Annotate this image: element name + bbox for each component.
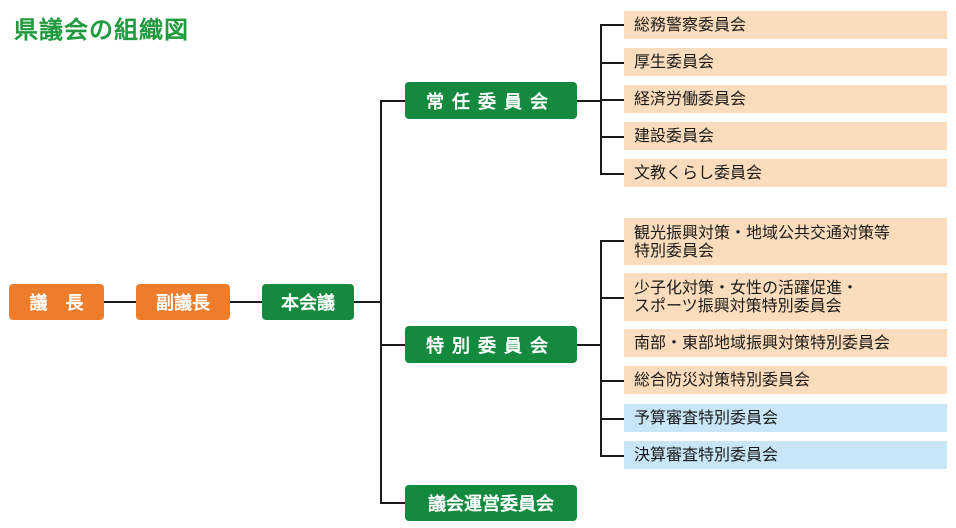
connector	[600, 297, 624, 299]
committee-name: 決算審査特別委員会	[634, 445, 779, 464]
chair-box: 議 長	[9, 284, 104, 320]
connector	[600, 240, 602, 457]
connector	[600, 173, 624, 175]
special-committee-item: 決算審査特別委員会	[624, 441, 947, 469]
committee-name: 南部・東部地域振興対策特別委員会	[634, 333, 891, 352]
committee-name-line: スポーツ振興対策特別委員会	[634, 296, 842, 315]
special-committee-item: 総合防災対策特別委員会	[624, 366, 947, 394]
connector	[380, 344, 405, 346]
committee-name-line: 特別委員会	[634, 240, 715, 260]
connector	[600, 418, 624, 420]
committee-name: 建設委員会	[634, 126, 715, 145]
plenary-box: 本会議	[262, 284, 354, 320]
standing-committee-item: 建設委員会	[624, 122, 947, 150]
connector	[577, 100, 601, 102]
connector	[380, 502, 405, 504]
connector	[600, 380, 624, 382]
committee-name: 厚生委員会	[634, 52, 715, 71]
connector	[354, 301, 381, 303]
connector	[104, 301, 136, 303]
connector	[600, 24, 624, 26]
steering-committee-box: 議会運営委員会	[405, 485, 577, 521]
standing-committee-box: 常任委員会	[405, 82, 577, 119]
special-committee-item: 観光振興対策・地域公共交通対策等 特別委員会	[624, 218, 947, 265]
connector	[380, 100, 382, 504]
vice-chair-box: 副議長	[136, 284, 230, 320]
standing-committee-item: 厚生委員会	[624, 48, 947, 76]
special-committee-item: 予算審査特別委員会	[624, 404, 947, 432]
committee-name: 総務警察委員会	[634, 15, 747, 34]
committee-name: 経済労働委員会	[634, 89, 747, 108]
standing-committee-item: 総務警察委員会	[624, 11, 947, 39]
committee-name-line: 少子化対策・女性の活躍促進・	[634, 278, 859, 297]
committee-name: 予算審査特別委員会	[634, 408, 779, 427]
connector	[600, 62, 624, 64]
connector	[600, 455, 624, 457]
special-committee-item: 南部・東部地域振興対策特別委員会	[624, 329, 947, 357]
connector	[380, 100, 405, 102]
connector	[230, 301, 262, 303]
committee-name-line: 観光振興対策・地域公共交通対策等	[634, 222, 891, 242]
committee-name: 総合防災対策特別委員会	[634, 370, 811, 389]
connector	[577, 344, 601, 346]
standing-committee-item: 文教くらし委員会	[624, 159, 947, 187]
committee-name: 文教くらし委員会	[634, 163, 763, 182]
special-committee-item: 少子化対策・女性の活躍促進・ スポーツ振興対策特別委員会	[624, 273, 947, 321]
standing-committee-item: 経済労働委員会	[624, 85, 947, 113]
special-committee-box: 特別委員会	[405, 326, 577, 363]
connector	[600, 240, 624, 242]
connector	[600, 99, 624, 101]
page-title: 県議会の組織図	[14, 16, 189, 44]
connector	[600, 136, 624, 138]
